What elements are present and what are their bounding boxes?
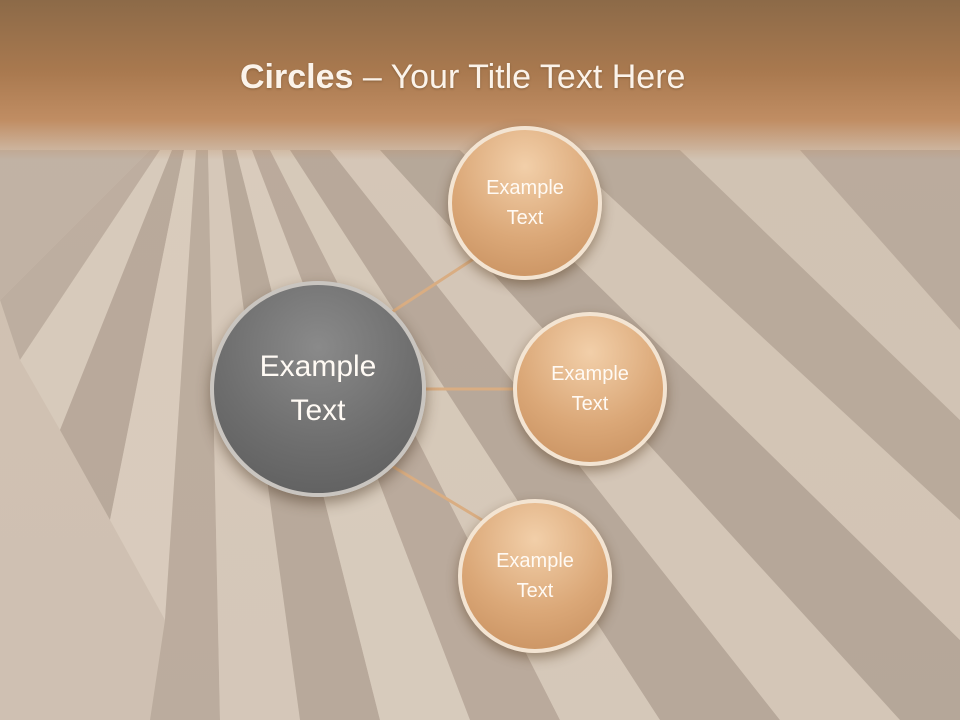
node-circle-1-label: Example Text <box>486 177 564 229</box>
connector-3 <box>391 464 483 522</box>
node-circle-1[interactable]: Example Text <box>448 126 602 280</box>
node-circle-3-label: Example Text <box>496 550 574 602</box>
center-circle[interactable]: Example Text <box>210 281 426 497</box>
node-circle-3[interactable]: Example Text <box>458 499 612 653</box>
title-bold-part: Circles <box>240 58 354 96</box>
title-rest-part: – Your Title Text Here <box>353 58 686 96</box>
title-band <box>0 0 960 160</box>
node-circle-2[interactable]: Example Text <box>513 312 667 466</box>
node-circle-2-label: Example Text <box>551 363 629 415</box>
slide-title[interactable]: Circles – Your Title Text Here <box>240 52 860 102</box>
connector-1 <box>391 254 479 314</box>
center-circle-label: Example Text <box>259 350 377 427</box>
